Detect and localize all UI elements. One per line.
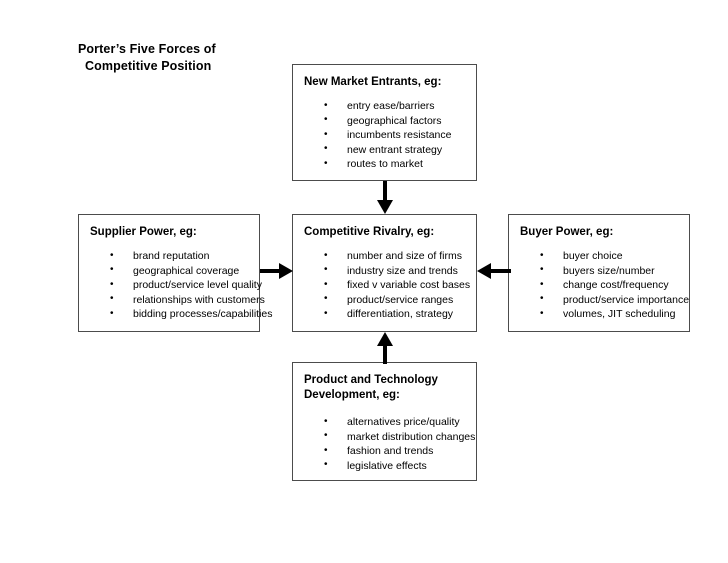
bullet-list-competitive-rivalry: number and size of firms industry size a… [293,249,476,322]
list-item: relationships with customers [110,292,265,308]
list-item: buyers size/number [540,263,689,279]
list-item: geographical coverage [110,263,259,279]
list-item: incumbents resistance [324,128,476,143]
box-new-market-entrants: New Market Entrants, eg: entry ease/barr… [292,64,477,181]
list-item: entry ease/barriers [324,99,476,114]
list-item: bidding processes/capabilities [110,307,273,322]
box-supplier-power: Supplier Power, eg: brand reputation geo… [78,214,273,332]
box-heading-buyer-power: Buyer Power, eg: [520,226,614,238]
box-heading-competitive-rivalry: Competitive Rivalry, eg: [304,226,435,238]
bullet-list-supplier-power: brand reputation geographical coverage p… [79,249,273,322]
list-item: fixed v variable cost bases [324,278,476,293]
list-item: product/service ranges [324,292,476,308]
arrow-left-icon [477,263,511,279]
list-item: brand reputation [110,249,259,264]
list-item: volumes, JIT scheduling [540,307,689,322]
list-item: new entrant strategy [324,142,476,158]
arrow-up-icon [377,332,393,364]
box-heading-line-2: Development, eg: [304,389,400,401]
page-title-line-1: Porter’s Five Forces of [78,42,216,56]
box-heading-new-market-entrants: New Market Entrants, eg: [304,76,442,88]
list-item: legislative effects [324,458,476,474]
box-buyer-power: Buyer Power, eg: buyer choice buyers siz… [508,214,690,332]
bullet-list-new-market-entrants: entry ease/barriers geographical factors… [293,99,476,172]
list-item: routes to market [324,157,476,172]
list-item: number and size of firms [324,249,476,264]
list-item: geographical factors [324,113,476,129]
arrow-down-icon [377,181,393,215]
bullet-list-buyer-power: buyer choice buyers size/number change c… [509,249,689,322]
box-competitive-rivalry: Competitive Rivalry, eg: number and size… [292,214,477,332]
list-item: product/service level quality [110,278,262,293]
list-item: change cost/frequency [540,278,689,293]
box-heading-product-and-technology-development: Product and Technology Development, eg: [304,373,476,403]
list-item: differentiation, strategy [324,307,476,322]
list-item: industry size and trends [324,263,476,279]
box-heading-supplier-power: Supplier Power, eg: [90,226,197,238]
list-item: market distribution changes [324,429,476,445]
list-item: fashion and trends [324,444,476,459]
bullet-list-product-and-technology-development: alternatives price/quality market distri… [293,415,476,473]
list-item: buyer choice [540,249,689,264]
box-heading-line-1: Product and Technology [304,374,438,386]
page-title: Porter’s Five Forces of Competitive Posi… [78,41,308,75]
list-item: alternatives price/quality [324,415,476,430]
arrow-right-icon [260,263,294,279]
box-product-and-technology-development: Product and Technology Development, eg: … [292,362,477,481]
list-item: product/service importance [540,292,689,308]
page-title-line-2: Competitive Position [85,59,212,73]
